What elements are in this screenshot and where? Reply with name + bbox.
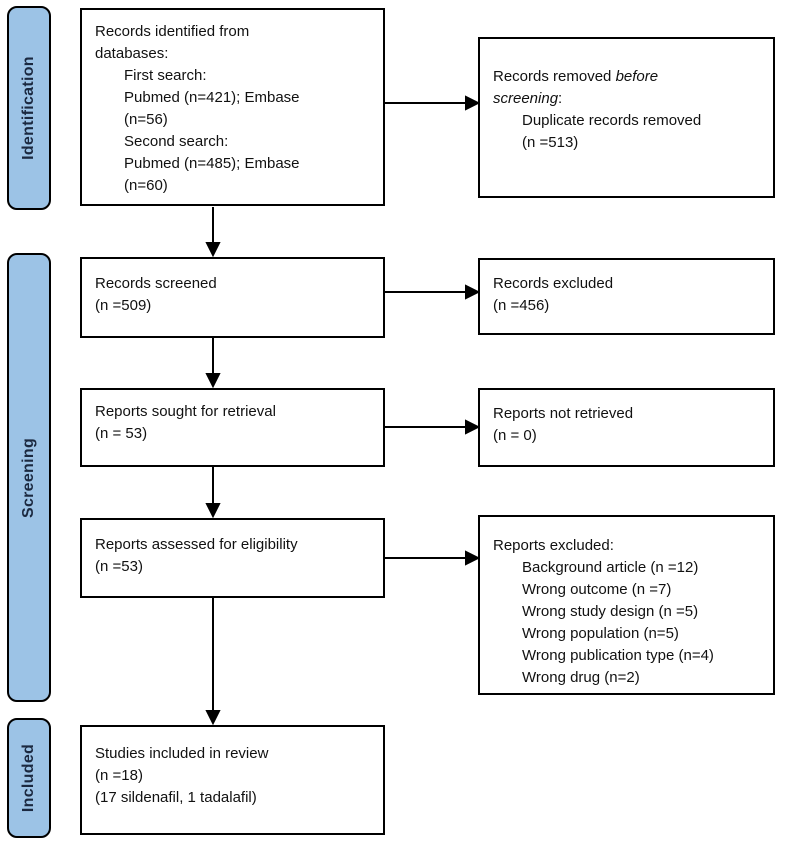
arrowhead-screened-to-sought [205, 373, 221, 389]
box-text-line: (n =513) [522, 134, 579, 151]
box-text-line: (n = 53) [95, 425, 148, 442]
box-reports-not-retrieved: Reports not retrieved (n = 0) [478, 388, 775, 467]
arrowhead-sought-to-notretrieved [465, 419, 481, 435]
box-text-line: Reports excluded: [493, 537, 614, 554]
box-reports-assessed: Reports assessed for eligibility (n =53) [80, 518, 385, 598]
arrowhead-identified-to-screened [205, 242, 221, 258]
box-text-segment-italic: screening [493, 90, 559, 107]
arrowhead-assessed-to-reportsexcluded [465, 550, 481, 566]
box-text-line: First search: [124, 67, 207, 84]
box-text-line: (n=60) [124, 177, 168, 194]
arrowhead-assessed-to-included [205, 710, 221, 726]
stage-label-included: Included [20, 743, 37, 813]
box-text-line: (17 sildenafil, 1 tadalafil) [95, 789, 257, 806]
box-text-segment-italic: before [615, 68, 659, 85]
box-text-line: Reports assessed for eligibility [95, 536, 298, 553]
box-text-line: databases: [95, 45, 169, 62]
stage-bar-included: Included [7, 718, 51, 838]
box-text-line: screening: [493, 88, 765, 110]
box-records-excluded: Records excluded (n =456) [478, 258, 775, 335]
box-text-line: Second search: [124, 133, 229, 150]
box-text-line: Pubmed (n=421); Embase [124, 89, 300, 106]
box-text-line: Pubmed (n=485); Embase [124, 155, 300, 172]
box-text-line: Studies included in review [95, 745, 269, 762]
stage-label-screening: Screening [20, 437, 37, 518]
box-records-removed: Records removed before screening: Duplic… [478, 37, 775, 198]
box-text-line: (n =456) [493, 297, 550, 314]
box-reports-sought: Reports sought for retrieval (n = 53) [80, 388, 385, 467]
box-records-identified: Records identified from databases: First… [80, 8, 385, 206]
box-text-line: Wrong publication type (n=4) [522, 647, 714, 664]
box-text-line: Records removed before [493, 66, 765, 88]
box-text-line: Wrong study design (n =5) [522, 603, 699, 620]
box-text-segment: Records removed [493, 68, 616, 85]
box-text-line: Records excluded [493, 275, 614, 292]
stage-bar-screening: Screening [7, 253, 51, 702]
stage-label-identification: Identification [20, 56, 38, 160]
arrowhead-identified-to-removed [465, 95, 481, 111]
box-studies-included: Studies included in review (n =18) (17 s… [80, 725, 385, 835]
box-text-line: Duplicate records removed [522, 112, 702, 129]
box-text-line: Records screened [95, 275, 217, 292]
box-reports-excluded: Reports excluded: Background article (n … [478, 515, 775, 695]
box-text-line: Wrong outcome (n =7) [522, 581, 672, 598]
box-records-screened: Records screened (n =509) [80, 257, 385, 338]
arrowhead-screened-to-excluded [465, 284, 481, 300]
arrowhead-sought-to-assessed [205, 503, 221, 519]
box-text-line: (n =53) [95, 558, 143, 575]
box-text-line: (n =509) [95, 297, 152, 314]
box-text-line: (n =18) [95, 767, 143, 784]
box-text-line: Reports not retrieved [493, 405, 634, 422]
box-text-line: (n=56) [124, 111, 168, 128]
box-text-line: Wrong population (n=5) [522, 625, 679, 642]
box-text-segment: : [558, 90, 563, 107]
box-text-line: Background article (n =12) [522, 559, 699, 576]
box-text-line: Records identified from [95, 23, 250, 40]
box-text-line: Wrong drug (n=2) [522, 669, 640, 686]
stage-bar-identification: Identification [7, 6, 51, 210]
box-text-line: (n = 0) [493, 427, 537, 444]
box-text-line: Reports sought for retrieval [95, 403, 276, 420]
